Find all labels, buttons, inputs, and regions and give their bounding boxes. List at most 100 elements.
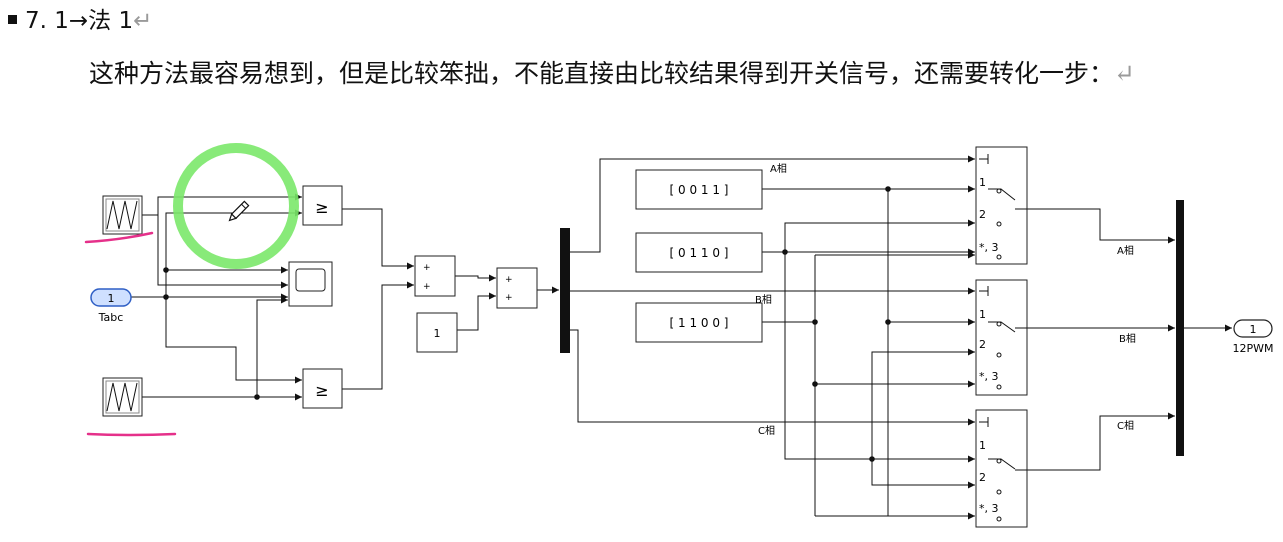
wire bbox=[570, 155, 975, 253]
wire bbox=[784, 219, 975, 252]
sum-sign: + bbox=[423, 263, 431, 273]
heading-text: 法 1 bbox=[88, 8, 134, 34]
sum-sign: + bbox=[505, 275, 513, 285]
inport-number: 1 bbox=[108, 292, 115, 305]
phase-label-c-control: C相 bbox=[758, 424, 775, 437]
wire bbox=[157, 215, 288, 289]
wire bbox=[1027, 412, 1175, 471]
heading-number: 7. 1 bbox=[25, 8, 69, 34]
junction-dots bbox=[163, 186, 891, 462]
wire bbox=[165, 297, 302, 384]
wire bbox=[342, 208, 414, 270]
compare-block-bottom[interactable]: ≥ bbox=[302, 368, 343, 409]
compare-symbol: ≥ bbox=[315, 381, 328, 400]
junction-dot bbox=[869, 456, 875, 462]
control-port-icon bbox=[979, 154, 989, 164]
vector-constant-0011[interactable]: [ 0 0 1 1 ] bbox=[635, 169, 763, 210]
inport-label: Tabc bbox=[98, 311, 124, 324]
switch-port-label: 2 bbox=[979, 208, 986, 221]
junction-dot bbox=[885, 186, 891, 192]
switch-port-label: *, 3 bbox=[979, 370, 999, 383]
phase-label-b-control: B相 bbox=[755, 293, 772, 306]
junction-dot bbox=[812, 381, 818, 387]
wire bbox=[455, 274, 496, 282]
multiport-switch-a[interactable]: 1 2 *, 3 bbox=[975, 146, 1028, 265]
switch-port-label: 2 bbox=[979, 471, 986, 484]
wire bbox=[887, 322, 975, 520]
pencil-cursor-icon bbox=[228, 200, 250, 222]
outport-12pwm[interactable]: 1 12PWM bbox=[1233, 319, 1274, 355]
phase-label-a-output: A相 bbox=[1117, 244, 1134, 257]
wire bbox=[256, 296, 288, 397]
switch-contact-icon bbox=[988, 321, 1027, 333]
carrier-block-bottom[interactable] bbox=[102, 377, 143, 417]
return-mark-icon: ↵ bbox=[1114, 59, 1135, 88]
vector-value: [ 1 1 0 0 ] bbox=[670, 316, 729, 330]
phase-label-b-output: B相 bbox=[1119, 332, 1136, 345]
heading-arrow: → bbox=[68, 8, 89, 34]
multiport-switch-c[interactable]: 1 2 *, 3 bbox=[975, 409, 1028, 528]
scope-block[interactable] bbox=[288, 261, 333, 307]
wire bbox=[570, 329, 975, 426]
switch-port-label: *, 3 bbox=[979, 502, 999, 515]
junction-dot bbox=[163, 294, 169, 300]
vector-value: [ 0 1 1 0 ] bbox=[670, 246, 729, 260]
mux-bar[interactable] bbox=[1176, 200, 1184, 456]
vector-constant-1100[interactable]: [ 1 1 0 0 ] bbox=[635, 302, 763, 343]
switch-contact-icon bbox=[988, 188, 1027, 210]
scope-screen-icon bbox=[295, 268, 326, 292]
constant-block[interactable]: 1 bbox=[416, 312, 458, 353]
junction-dot bbox=[163, 267, 169, 273]
wire bbox=[142, 193, 302, 216]
return-mark-icon: ↵ bbox=[133, 8, 153, 34]
switch-port-label: 2 bbox=[979, 338, 986, 351]
switch-contact-icon bbox=[988, 458, 1027, 471]
wire bbox=[457, 292, 496, 331]
triangle-wave-icon bbox=[106, 382, 138, 412]
annotation-underline bbox=[86, 432, 177, 437]
wire bbox=[871, 348, 975, 459]
phase-label-a-control: A相 bbox=[770, 162, 787, 175]
wire bbox=[165, 266, 288, 297]
sum-sign: + bbox=[423, 282, 431, 292]
wire bbox=[1027, 208, 1175, 244]
constant-value: 1 bbox=[434, 327, 441, 340]
bullet-icon bbox=[8, 15, 17, 24]
paragraph-text: 这种方法最容易想到，但是比较笨拙，不能直接由比较结果得到开关信号，还需要转化一步… bbox=[89, 59, 1115, 88]
annotation-underline bbox=[84, 231, 154, 244]
switch-port-label: 1 bbox=[979, 308, 986, 321]
multiport-switch-b[interactable]: 1 2 *, 3 bbox=[975, 279, 1028, 396]
sum-block-1[interactable]: + + bbox=[414, 255, 456, 297]
carrier-block-top[interactable] bbox=[102, 195, 143, 235]
demux-bar[interactable] bbox=[560, 228, 570, 353]
vector-value: [ 0 0 1 1 ] bbox=[670, 183, 729, 197]
junction-dot bbox=[254, 394, 260, 400]
control-port-icon bbox=[979, 417, 989, 427]
compare-block-top[interactable]: ≥ bbox=[302, 185, 343, 226]
switch-port-label: *, 3 bbox=[979, 241, 999, 254]
outport-number: 1 bbox=[1250, 323, 1257, 336]
highlight-circle bbox=[173, 143, 299, 269]
wire bbox=[165, 209, 302, 270]
triangle-wave-icon bbox=[106, 200, 138, 230]
vector-constant-0110[interactable]: [ 0 1 1 0 ] bbox=[635, 232, 763, 273]
wire bbox=[871, 459, 975, 489]
junction-dot bbox=[885, 319, 891, 325]
junction-dot bbox=[782, 249, 788, 255]
junction-dot bbox=[812, 319, 818, 325]
control-port-icon bbox=[979, 286, 989, 296]
sum-sign: + bbox=[505, 293, 513, 303]
outport-label: 12PWM bbox=[1233, 342, 1274, 355]
section-heading: 7. 1→法 1↵ bbox=[8, 6, 152, 36]
wire bbox=[784, 252, 975, 463]
compare-symbol: ≥ bbox=[315, 198, 328, 217]
inport-tabc[interactable]: 1 Tabc bbox=[90, 288, 132, 324]
wire bbox=[342, 281, 414, 390]
switch-port-label: 1 bbox=[979, 176, 986, 189]
sum-block-2[interactable]: + + bbox=[496, 267, 538, 309]
phase-label-c-output: C相 bbox=[1117, 419, 1134, 432]
switch-port-label: 1 bbox=[979, 439, 986, 452]
body-paragraph: 这种方法最容易想到，但是比较笨拙，不能直接由比较结果得到开关信号，还需要转化一步… bbox=[25, 54, 1225, 94]
